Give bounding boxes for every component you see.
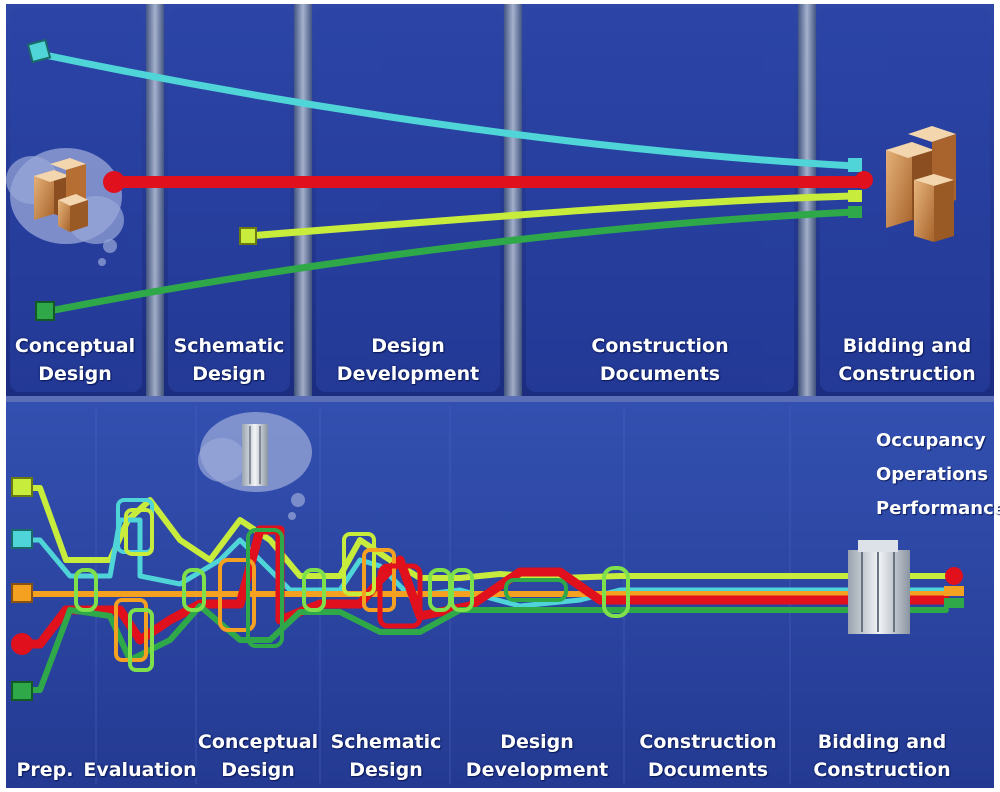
bottom-panel: [6, 402, 994, 788]
outcome-operations: Operations: [876, 464, 989, 485]
building-boxes-icon: [886, 126, 956, 242]
outcome-occupancy: Occupancy: [876, 430, 986, 451]
top-panel: [6, 4, 994, 396]
outcome-performance: Performance: [876, 498, 1000, 519]
bottom-phase-label-prep: Prep.: [16, 759, 74, 781]
building-boxes-icon: [34, 158, 88, 232]
skyscraper-icon: [242, 424, 268, 486]
bottom-phase-label-evaluation: Evaluation: [83, 759, 197, 781]
line-markers-top: [26, 38, 873, 321]
panel-divider: [6, 396, 994, 402]
skyscraper-icon: [848, 540, 910, 634]
top-lines: [36, 50, 868, 316]
outcome-labels: Occupancy Operations Performance: [876, 424, 1000, 526]
line-markers-bottom: [11, 477, 964, 701]
tangled-lines: [17, 485, 951, 693]
